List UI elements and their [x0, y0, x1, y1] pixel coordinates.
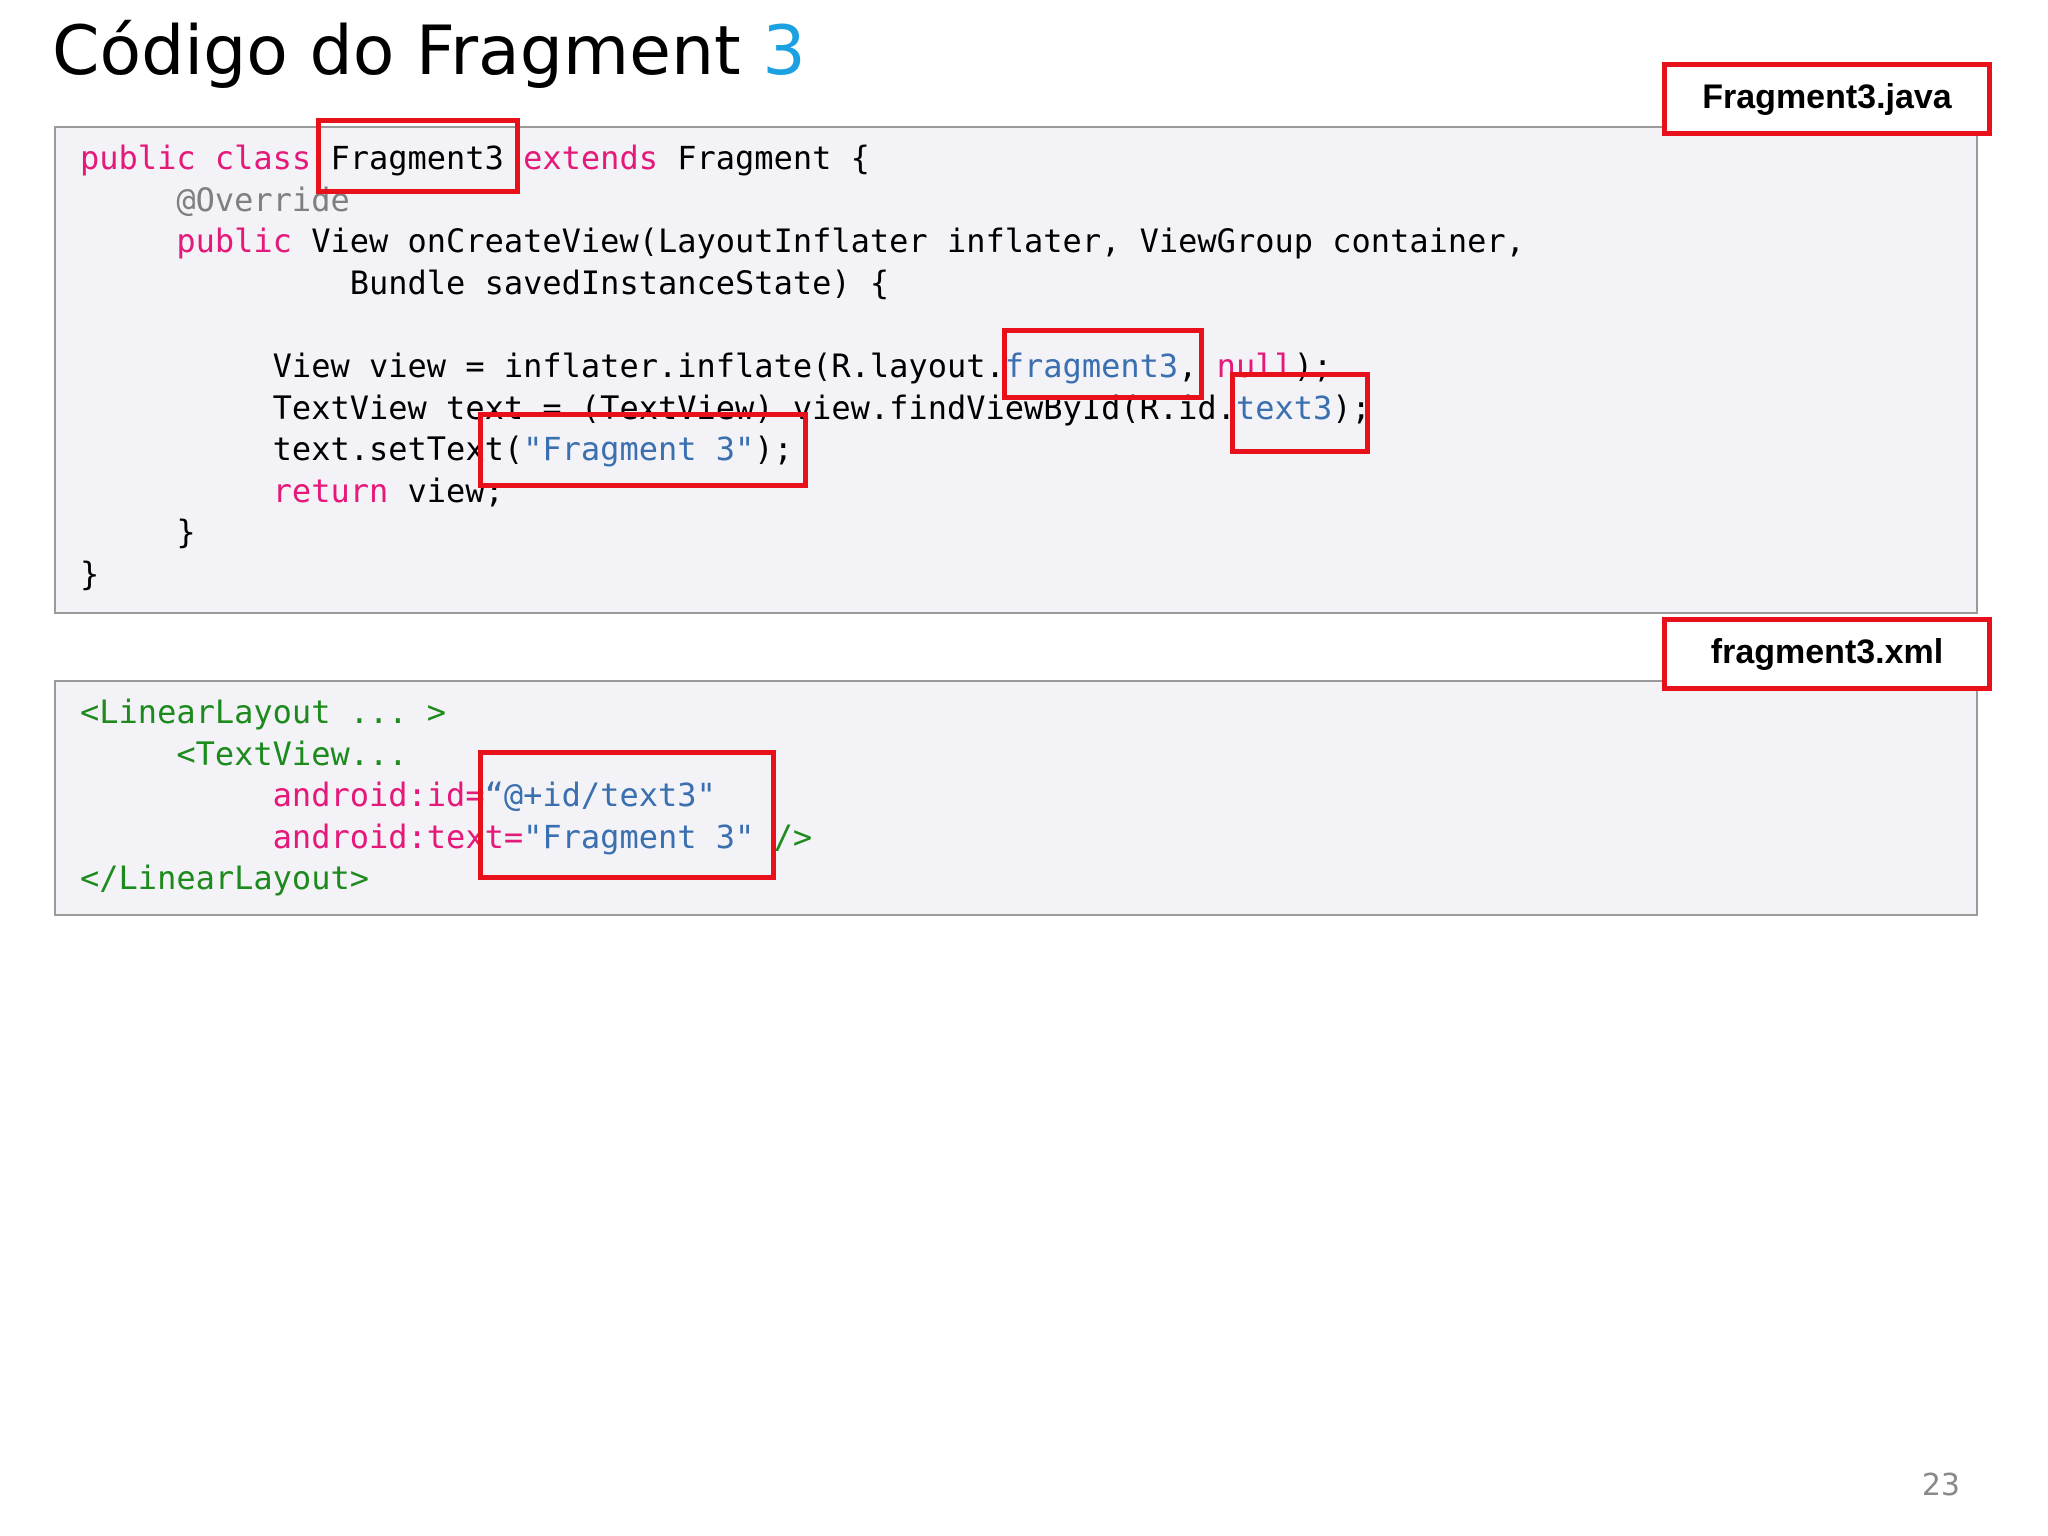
xml-file-label: fragment3.xml [1662, 617, 1992, 691]
highlight-id-reference [1230, 372, 1370, 454]
id-reference: text3 [1235, 388, 1333, 427]
code-text: } [176, 513, 196, 552]
code-text: ); [1332, 388, 1371, 427]
layout-reference: fragment3 [1004, 346, 1179, 385]
java-code-block: public class Fragment3 extends Fragment … [54, 126, 1978, 614]
keyword: public [176, 222, 292, 261]
code-text: ); [754, 430, 793, 469]
slide-title: Código do Fragment 3 [52, 4, 806, 100]
highlight-xml-attributes [478, 750, 776, 880]
code-text: view; [388, 471, 504, 510]
code-text: ); [1293, 346, 1333, 385]
keyword: null [1216, 346, 1294, 385]
code-text: TextView text = (TextView) view.findView… [272, 388, 1236, 427]
code-text: Fragment { [677, 139, 870, 177]
class-name: Fragment3 [330, 139, 504, 177]
keyword: return [272, 471, 389, 510]
string-literal: "Fragment 3" [523, 430, 755, 469]
xml-tag: <TextView... [176, 734, 408, 773]
xml-tag: <LinearLayout ... > [80, 693, 447, 731]
slide-title-main: Código do Fragment [52, 12, 763, 91]
xml-code-block: <LinearLayout ... > <TextView... android… [54, 680, 1978, 916]
slide-title-number: 3 [762, 12, 806, 91]
java-file-label: Fragment3.java [1662, 62, 1992, 136]
highlight-class-name [316, 118, 520, 194]
xml-tag: /> [754, 817, 813, 856]
code-text: , [1178, 346, 1217, 385]
keyword: class [214, 139, 312, 177]
xml-tag: </LinearLayout> [80, 859, 369, 898]
code-text: } [80, 554, 100, 593]
code-text: View onCreateView(LayoutInflater inflate… [311, 222, 1525, 261]
highlight-set-text [478, 412, 808, 488]
keyword: extends [523, 139, 658, 177]
code-text: View view = inflater.inflate(R.layout. [272, 346, 1005, 385]
xml-value: "Fragment 3" [523, 817, 755, 856]
keyword: public [80, 139, 196, 177]
xml-attribute: android:id= [272, 776, 485, 815]
page-number: 23 [1921, 1468, 1960, 1503]
code-text: Bundle savedInstanceState) { [349, 263, 890, 302]
java-code: public class Fragment3 extends Fragment … [80, 138, 1525, 596]
highlight-layout-reference [1002, 328, 1204, 400]
xml-value: “@+id/text3" [484, 776, 716, 815]
